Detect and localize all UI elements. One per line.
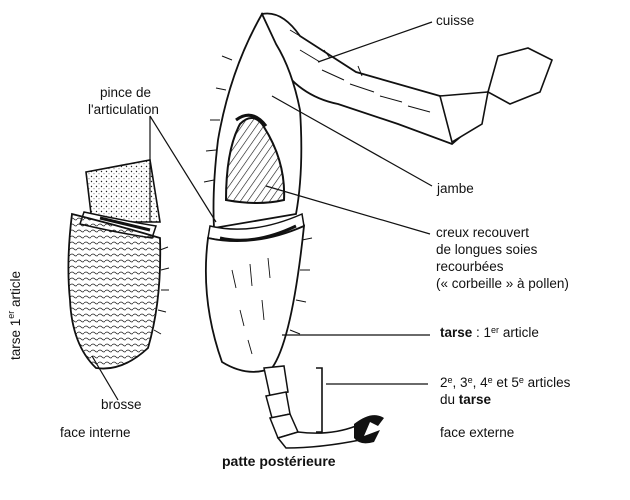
label-tarse-word: tarse [440,325,472,340]
label-tarse-first-article: tarse : 1er article [440,324,539,341]
label-creux-line3: recourbées [436,258,569,275]
label-jambe: jambe [437,180,474,197]
label-num-4: 4 [480,375,488,390]
label-sup-2: e [448,375,453,385]
label-other-articles: 2e, 3e, 4e et 5e articles du tarse [440,374,570,408]
label-sup-3: e [468,375,473,385]
label-vert-tarse: tarse 1 [8,319,23,360]
label-creux: creux recouvert de longues soies recourb… [436,224,569,292]
label-cuisse: cuisse [436,12,474,29]
label-brosse: brosse [101,396,142,413]
label-sep-2: , [473,375,481,390]
diagram-caption: patte postérieure [222,453,336,470]
label-num-2: 2 [440,375,448,390]
label-creux-line4: (« corbeille » à pollen) [436,275,569,292]
label-et: et [493,375,512,390]
label-num-5: 5 [511,375,519,390]
label-sep-1: , [453,375,461,390]
label-tarse-rest-post: article [499,325,539,340]
label-vert-sup: er [6,311,16,319]
label-tarse-rest-pre: : 1 [472,325,491,340]
internal-face-leg [68,160,169,369]
label-pince-line2: l'articulation [88,101,159,118]
label-tarse2-word: tarse [459,392,491,407]
label-sup-5: e [519,375,524,385]
label-other-articles-line2: du tarse [440,391,570,408]
label-other-articles-line1: 2e, 3e, 4e et 5e articles [440,374,570,391]
label-tarse-vertical: tarse 1er article [8,200,23,360]
label-pince: pince de l'articulation [88,84,159,118]
label-creux-line1: creux recouvert [436,224,569,241]
articles-bracket [316,368,322,432]
label-face-externe: face externe [440,424,514,441]
label-face-interne: face interne [60,424,131,441]
label-sup-4: e [488,375,493,385]
label-pince-line1: pince de [88,84,159,101]
label-creux-line2: de longues soies [436,241,569,258]
label-num-3: 3 [460,375,468,390]
label-tarse-rest-sup: er [491,325,499,335]
label-articles-word: articles [524,375,571,390]
label-du: du [440,392,459,407]
label-vert-article: article [8,271,23,311]
